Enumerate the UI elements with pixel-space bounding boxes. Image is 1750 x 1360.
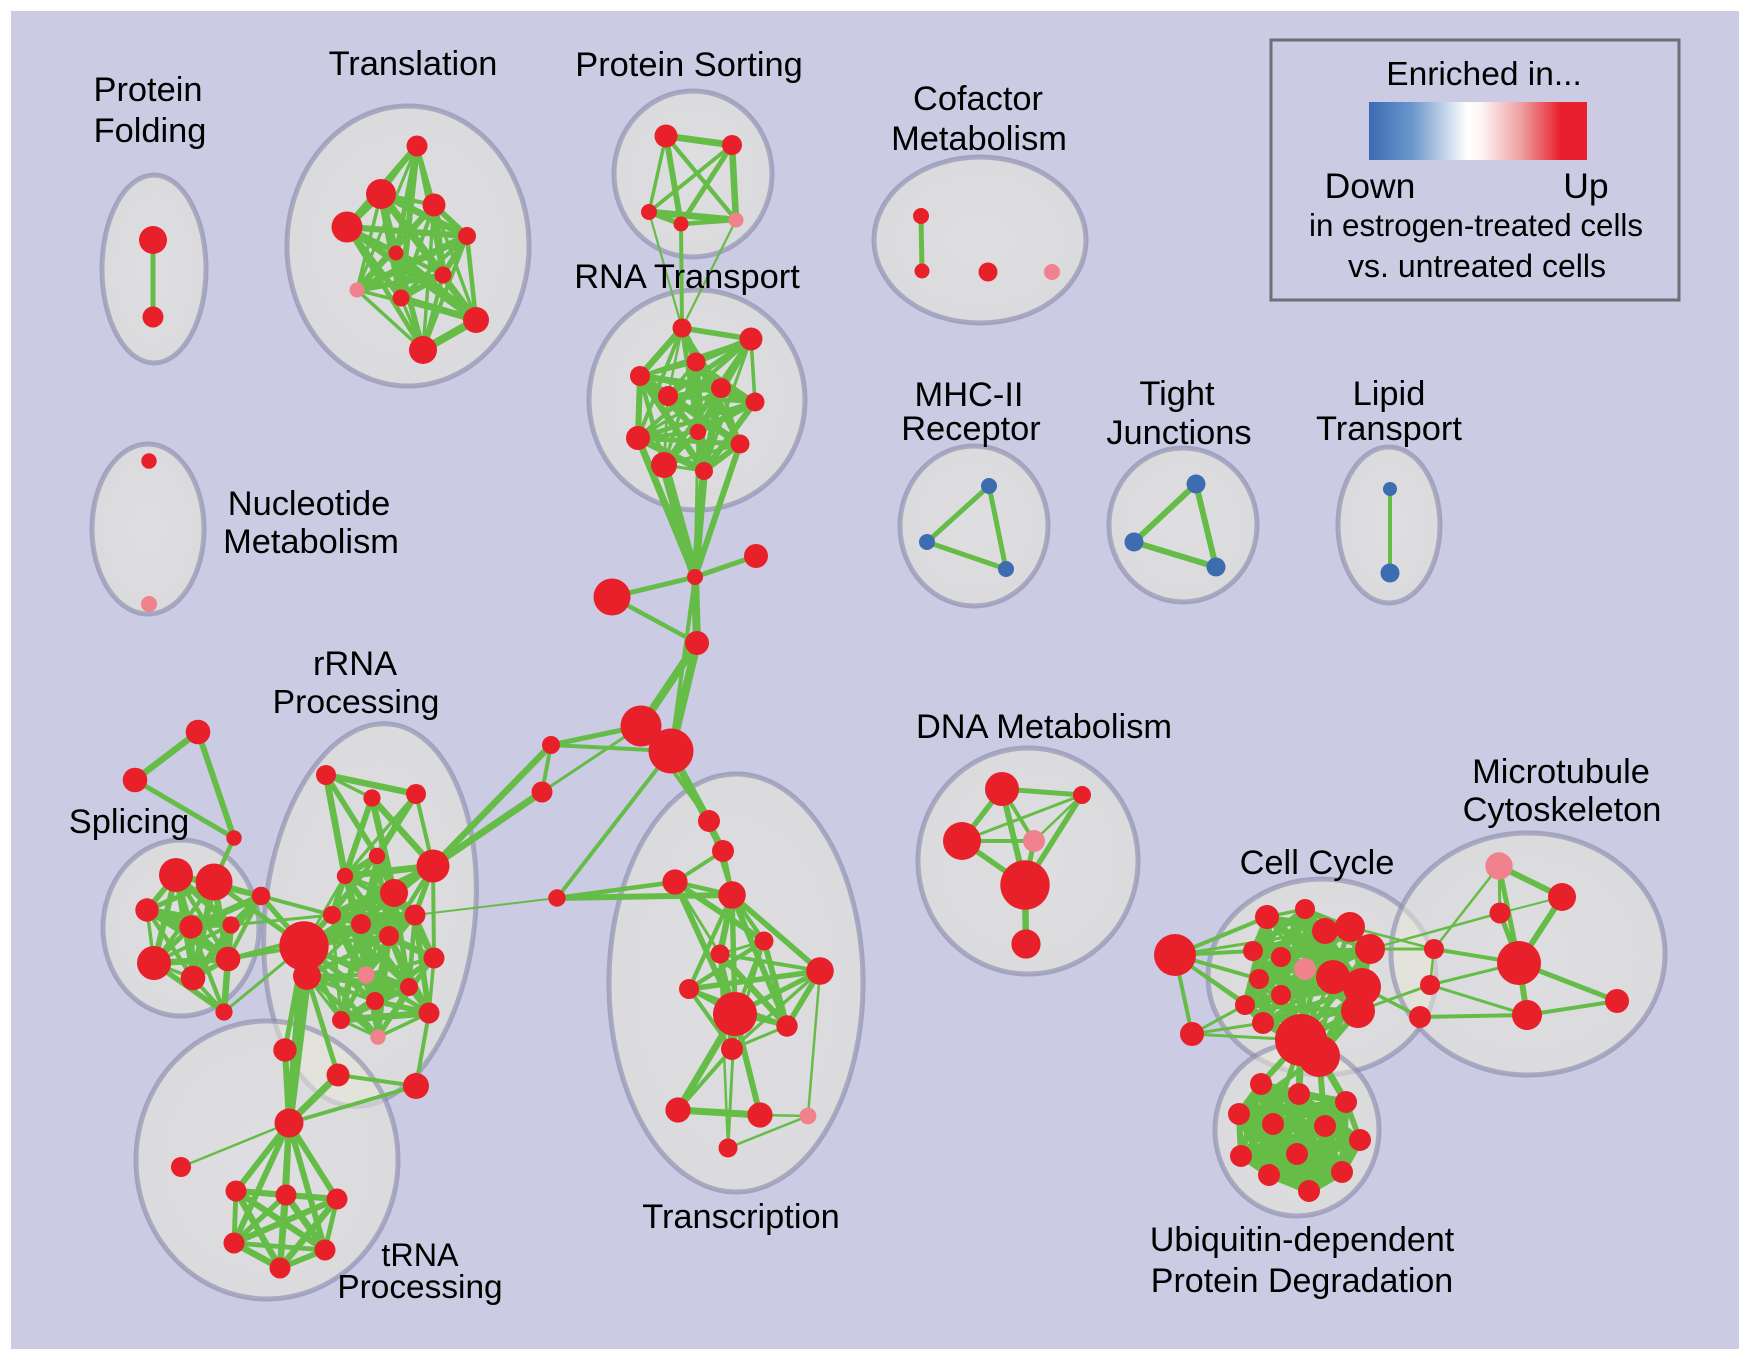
svg-text:Splicing: Splicing — [69, 803, 189, 841]
svg-text:Tight: Tight — [1139, 375, 1215, 413]
svg-text:rRNA: rRNA — [313, 645, 397, 683]
svg-text:vs. untreated cells: vs. untreated cells — [1348, 248, 1606, 284]
svg-text:Protein Degradation: Protein Degradation — [1151, 1262, 1453, 1300]
svg-text:Cell Cycle: Cell Cycle — [1240, 844, 1395, 882]
svg-text:Enriched in...: Enriched in... — [1386, 56, 1582, 93]
svg-text:Translation: Translation — [329, 45, 498, 83]
svg-text:Processing: Processing — [273, 683, 440, 721]
svg-text:Metabolism: Metabolism — [891, 120, 1067, 158]
svg-text:Transcription: Transcription — [642, 1198, 840, 1236]
svg-text:Cofactor: Cofactor — [913, 80, 1043, 118]
svg-text:Microtubule: Microtubule — [1472, 753, 1650, 791]
svg-text:Processing: Processing — [337, 1269, 502, 1306]
svg-text:Cytoskeleton: Cytoskeleton — [1463, 791, 1662, 829]
svg-text:Up: Up — [1563, 166, 1608, 206]
svg-text:Junctions: Junctions — [1106, 414, 1251, 452]
svg-text:tRNA: tRNA — [381, 1237, 459, 1273]
svg-text:Transport: Transport — [1316, 410, 1462, 448]
svg-text:DNA Metabolism: DNA Metabolism — [916, 708, 1172, 746]
svg-text:RNA Transport: RNA Transport — [574, 258, 800, 296]
svg-text:Protein Sorting: Protein Sorting — [575, 46, 803, 84]
svg-text:in estrogen-treated cells: in estrogen-treated cells — [1309, 208, 1643, 243]
svg-text:Receptor: Receptor — [901, 410, 1041, 448]
svg-text:Metabolism: Metabolism — [223, 523, 399, 561]
svg-text:Folding: Folding — [94, 112, 207, 150]
svg-text:Down: Down — [1325, 166, 1416, 206]
svg-text:MHC-II: MHC-II — [915, 376, 1024, 414]
svg-text:Ubiquitin-dependent: Ubiquitin-dependent — [1150, 1221, 1455, 1259]
svg-text:Lipid: Lipid — [1353, 375, 1426, 413]
svg-text:Nucleotide: Nucleotide — [228, 485, 391, 523]
svg-text:Protein: Protein — [94, 71, 203, 109]
